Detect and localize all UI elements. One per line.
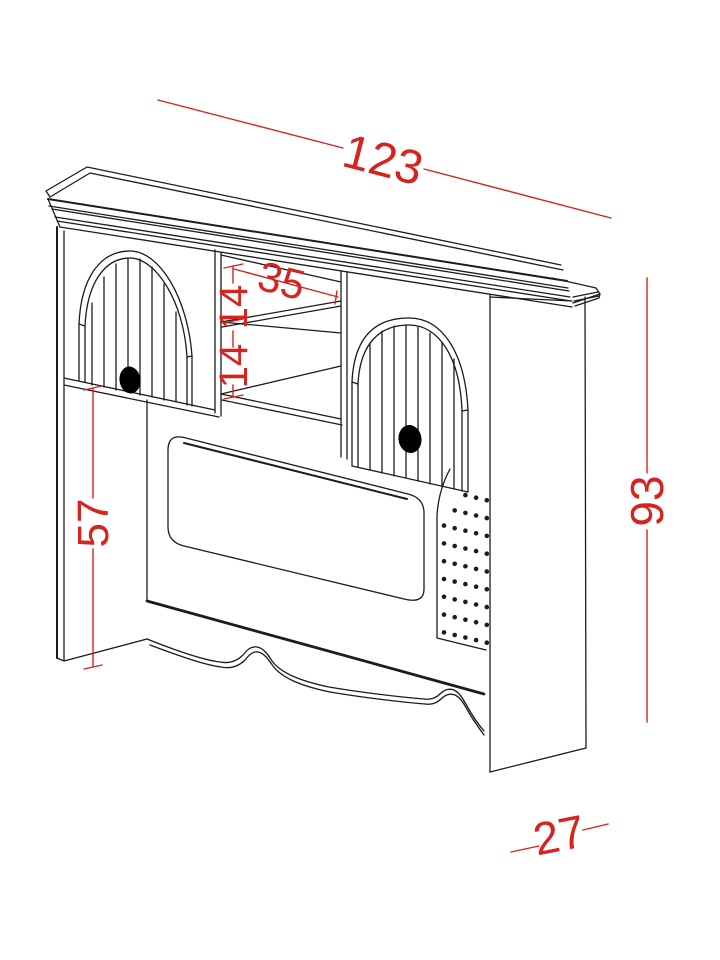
- scalloped-apron: [146, 638, 485, 736]
- dim-label-left-opening-height: 57: [69, 499, 118, 548]
- bay-floor: [220, 365, 343, 426]
- left-side-panel: [56, 226, 148, 662]
- left-arched-door: [78, 250, 193, 407]
- door-knobs: [119, 366, 422, 453]
- dim-label-lower-shelf-height: 14: [212, 344, 256, 389]
- pegboard-dots: [441, 492, 490, 645]
- dim-line-depth: [510, 823, 609, 853]
- right-door-beadboard: [369, 324, 455, 490]
- dimension-lines: [83, 99, 648, 853]
- dim-line-shelf-heights: [223, 263, 244, 400]
- right-arched-door: [351, 317, 469, 493]
- crown-molding: [45, 166, 601, 308]
- dim-label-overall-width: 123: [337, 125, 428, 196]
- dimension-labels: 123 35 14 14 57 93 27: [69, 125, 673, 866]
- crown-right-cap: [551, 277, 601, 307]
- pegboard: [436, 468, 490, 651]
- hutch-outline: [45, 166, 601, 773]
- dim-line-center-bay-width: [233, 268, 339, 305]
- left-door-beadboard: [91, 257, 177, 403]
- left-door-knob: [119, 366, 141, 394]
- dim-line-left-opening-height: [83, 385, 103, 670]
- dim-label-depth: 27: [529, 805, 589, 866]
- right-side-panel: [489, 294, 587, 773]
- inset-board: [167, 436, 425, 601]
- right-door-knob: [398, 425, 422, 453]
- left-cabinet: [63, 250, 220, 418]
- dim-line-overall-width: [157, 99, 612, 219]
- back-panel: [145, 399, 486, 696]
- dim-label-overall-height: 93: [621, 475, 673, 526]
- dim-label-center-bay-width: 35: [253, 252, 310, 309]
- center-shelf-bay: [214, 249, 348, 460]
- upper-shelf: [220, 300, 342, 334]
- dim-label-upper-shelf-height: 14: [212, 285, 256, 330]
